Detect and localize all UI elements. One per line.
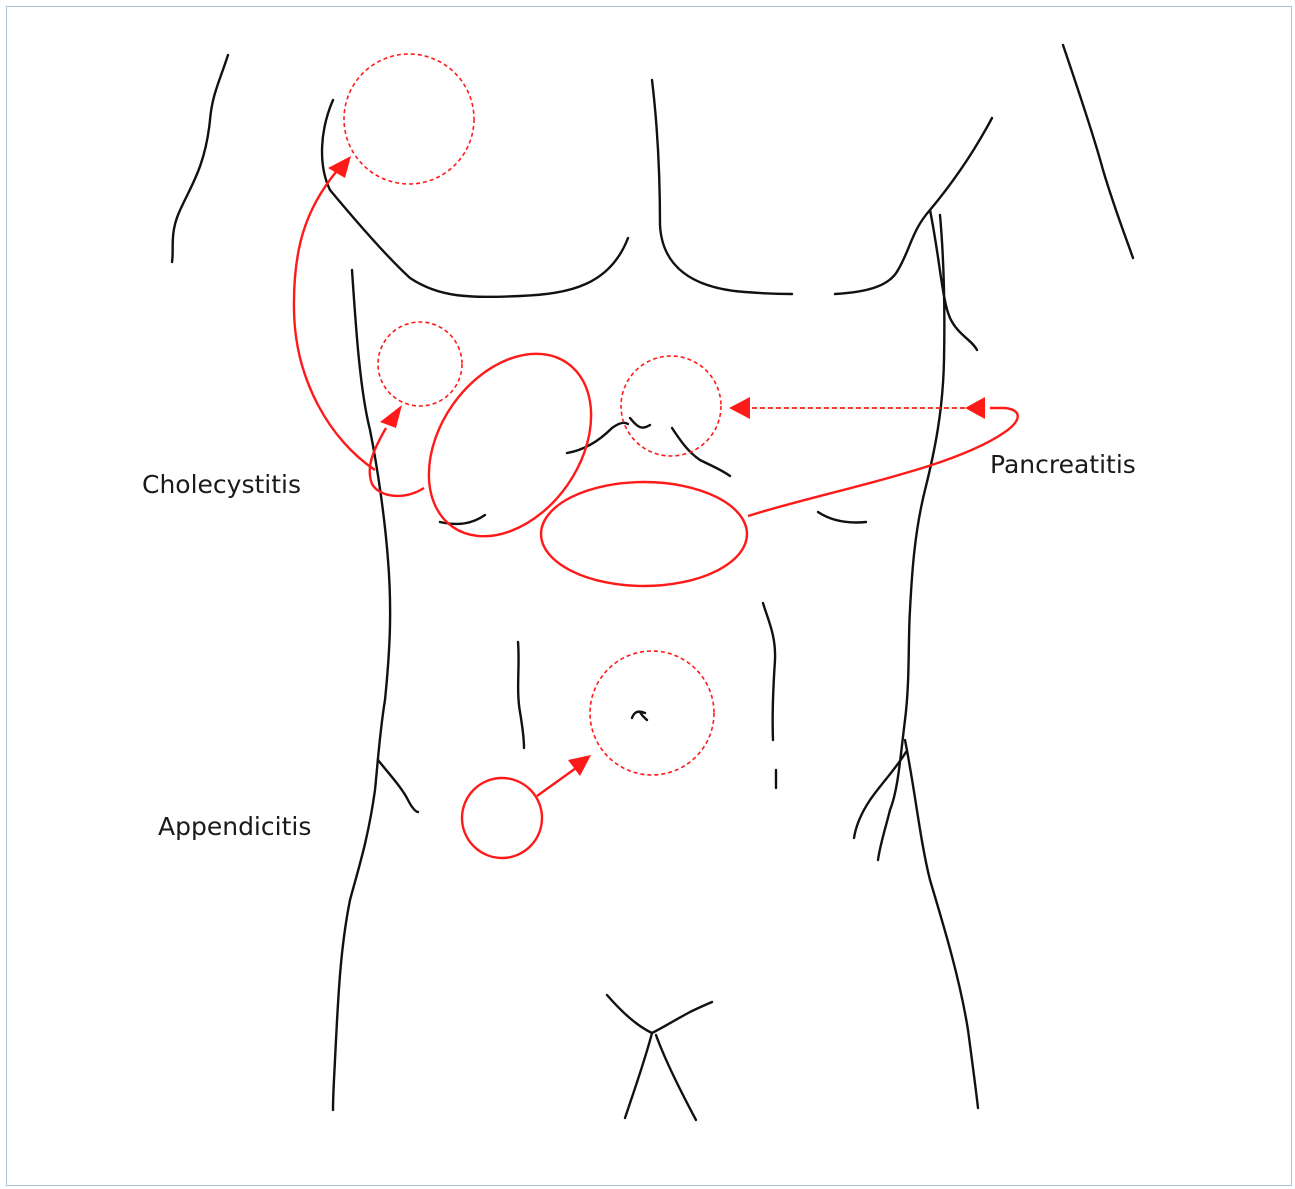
cholecystitis-arrowhead-shoulder xyxy=(328,156,351,178)
appendicitis-arrowhead xyxy=(568,755,591,776)
pancreatitis-primary-ellipse xyxy=(541,482,747,586)
right-torso-side xyxy=(878,215,944,860)
center-rib-right xyxy=(672,428,730,476)
right-abdominal-line xyxy=(763,603,775,740)
cholecystitis-label: Cholecystitis xyxy=(142,470,301,499)
right-flank-upper xyxy=(930,210,977,350)
groin-left-leg xyxy=(625,1033,652,1118)
right-waist-line xyxy=(854,752,906,838)
cholecystitis-epigastric-referred-circle xyxy=(378,322,462,406)
cholecystitis-arrowhead-epigastric xyxy=(380,405,402,428)
pancreatitis-referred-circle xyxy=(621,356,721,456)
pancreatitis-label: Pancreatitis xyxy=(990,450,1136,479)
cholecystitis-loop-arrow xyxy=(370,428,424,496)
right-shoulder-line xyxy=(1063,45,1133,258)
appendicitis-label: Appendicitis xyxy=(158,812,311,841)
right-rib-arc xyxy=(818,512,866,523)
right-hip-line xyxy=(905,740,978,1108)
right-pectoral-line xyxy=(835,118,992,294)
center-rib-mid xyxy=(630,418,650,428)
appendicitis-markers xyxy=(462,651,714,858)
pancreatitis-arrow-solid xyxy=(748,408,1018,516)
left-shoulder-line xyxy=(172,55,228,262)
sternum-line xyxy=(652,80,792,294)
appendicitis-arrow xyxy=(537,768,576,796)
appendicitis-primary-circle xyxy=(462,778,542,858)
center-rib-left xyxy=(567,423,628,453)
left-abdominal-line xyxy=(518,642,524,748)
appendicitis-referred-circle xyxy=(590,651,714,775)
cholecystitis-markers xyxy=(294,54,625,567)
cholecystitis-arrow-to-shoulder xyxy=(294,172,375,470)
left-pectoral-line xyxy=(322,100,628,297)
cholecystitis-shoulder-referred-circle xyxy=(344,54,474,184)
groin-right-leg xyxy=(656,1035,696,1120)
pancreatitis-markers xyxy=(541,356,1018,586)
pancreatitis-arrowhead-dashed xyxy=(729,397,750,419)
navel-mark xyxy=(632,712,647,720)
left-torso-side xyxy=(333,270,390,1110)
groin-left-line xyxy=(607,995,712,1033)
torso-outline xyxy=(172,45,1133,1120)
pancreatitis-arrowhead-solid xyxy=(965,397,985,419)
left-waist-line xyxy=(378,760,418,812)
